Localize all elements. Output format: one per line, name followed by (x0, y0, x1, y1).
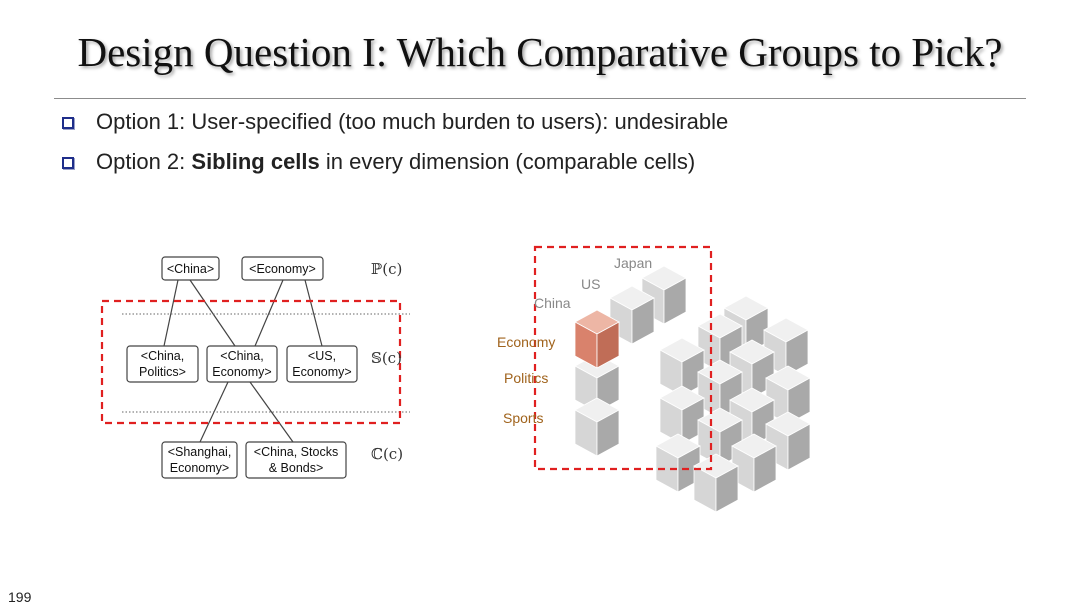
node-box (161, 256, 220, 281)
label-child-set: ℂ(c) (371, 445, 403, 463)
checkbox-bullet-icon (62, 117, 74, 129)
cube-selection-box (533, 245, 713, 471)
bullet-option-1-text: Option 1: User-specified (too much burde… (96, 109, 729, 134)
page-number: 199 (8, 589, 32, 605)
hierarchy-diagram: <China> <Economy> <China, Politics> <Chi… (100, 256, 410, 479)
label-parent-set: ℙ(c) (371, 260, 402, 278)
sibling-node-line1: <China, (141, 349, 184, 363)
child-node-line1: <Shanghai, (168, 445, 232, 459)
cube-cell (655, 433, 701, 493)
slide-title: Design Question I: Which Comparative Gro… (77, 29, 1003, 75)
cube-cell (693, 453, 739, 513)
node-box (206, 345, 278, 383)
bullet-option-2-prefix: Option 2: (96, 149, 192, 174)
bullet-option-1: Option 1: User-specified (too much burde… (62, 107, 728, 137)
node-box (286, 345, 358, 383)
title-divider (54, 98, 1026, 99)
highlighted-cube-cell (574, 309, 620, 369)
sibling-node-line2: Economy> (292, 365, 351, 379)
parent-node-china: <China> (167, 262, 214, 276)
cube-label-us: US (581, 276, 600, 292)
sibling-node-line2: Economy> (212, 365, 271, 379)
parent-node-economy: <Economy> (249, 262, 316, 276)
child-node-line1: <China, Stocks (254, 445, 338, 459)
node-box (245, 441, 347, 479)
sibling-node-line1: <US, (308, 349, 336, 363)
cube-cell (574, 397, 620, 457)
cube-label-china: China (534, 295, 571, 311)
label-sibling-set: 𝕊(c) (371, 349, 402, 367)
data-cube: Japan US China Economy Politics Sports (497, 245, 811, 513)
cube-label-economy: Economy (497, 334, 555, 350)
node-box (126, 345, 199, 383)
child-node-line2: & Bonds> (269, 461, 324, 475)
checkbox-bullet-icon (62, 157, 74, 169)
cube-label-politics: Politics (504, 370, 548, 386)
sibling-node-line1: <China, (220, 349, 263, 363)
sibling-node-line2: Politics> (139, 365, 186, 379)
bullet-option-2-suffix: in every dimension (comparable cells) (319, 149, 696, 174)
bullet-option-2: Option 2: Sibling cells in every dimensi… (62, 147, 695, 177)
node-box (161, 441, 238, 479)
cube-label-sports: Sports (503, 410, 543, 426)
node-box (241, 256, 324, 281)
sibling-selection-box (100, 299, 402, 425)
child-node-line2: Economy> (170, 461, 229, 475)
bullet-option-2-bold: Sibling cells (191, 149, 320, 174)
cube-label-japan: Japan (614, 255, 652, 271)
cube-cell (731, 433, 777, 493)
cube-cell (659, 385, 705, 445)
